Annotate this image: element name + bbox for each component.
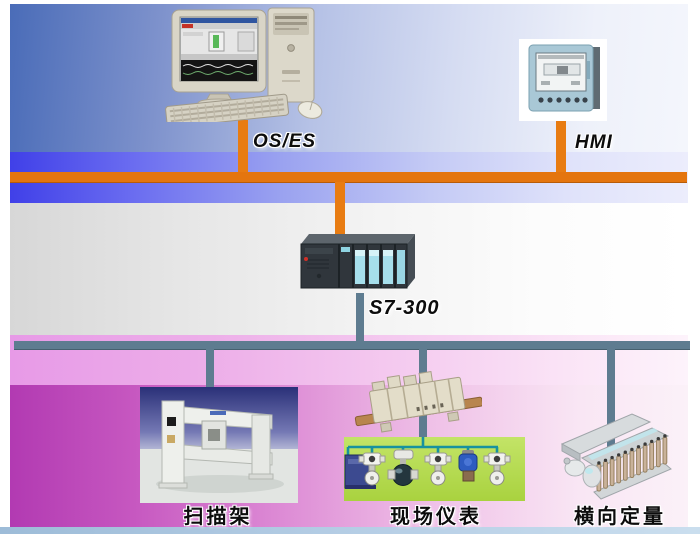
pc-mouse bbox=[297, 101, 323, 119]
instrument-control-valve bbox=[387, 449, 419, 486]
workstation-label: OS/ES bbox=[253, 131, 317, 152]
scanner-frame-machine bbox=[158, 400, 274, 489]
instrument-dp-transmitter bbox=[458, 450, 478, 482]
instrument-flowmeter bbox=[358, 452, 386, 486]
cd-actuator-image bbox=[560, 413, 672, 500]
plc-label: S7-300 bbox=[369, 297, 440, 319]
scanner-frame-label: 扫描架 bbox=[183, 506, 253, 528]
workstation-image bbox=[165, 7, 323, 122]
background-strip-bottom bbox=[0, 527, 700, 534]
pc-tower bbox=[267, 7, 315, 103]
connector-cd-actuator bbox=[607, 349, 615, 450]
plc-rack-body bbox=[300, 234, 415, 289]
instrument-flowmeter bbox=[483, 452, 511, 486]
pc-keyboard bbox=[165, 93, 290, 122]
system-bus-line bbox=[10, 172, 687, 182]
hmi-panel-body bbox=[528, 44, 600, 112]
remote-io-module bbox=[354, 371, 482, 433]
scanner-frame-image bbox=[140, 387, 298, 503]
field-instruments-image bbox=[344, 437, 525, 501]
instrument-flowmeter bbox=[424, 452, 452, 486]
plc-rack-image bbox=[300, 234, 415, 289]
cd-actuator-body bbox=[560, 413, 672, 500]
field-instruments-label: 现场仪表 bbox=[390, 506, 482, 528]
hmi-label: HMI bbox=[575, 132, 613, 153]
pc-monitor bbox=[171, 9, 267, 108]
remote-io-image bbox=[354, 371, 482, 433]
hmi-panel-image bbox=[519, 39, 607, 121]
cd-basis-weight-label: 横向定量 bbox=[574, 506, 666, 528]
connector-hmi bbox=[556, 112, 566, 172]
connector-plc-lower bbox=[356, 293, 364, 341]
field-bus-line bbox=[14, 341, 690, 349]
connector-workstation bbox=[238, 120, 248, 172]
connector-scanner bbox=[206, 349, 214, 389]
connector-plc-upper bbox=[335, 182, 345, 234]
